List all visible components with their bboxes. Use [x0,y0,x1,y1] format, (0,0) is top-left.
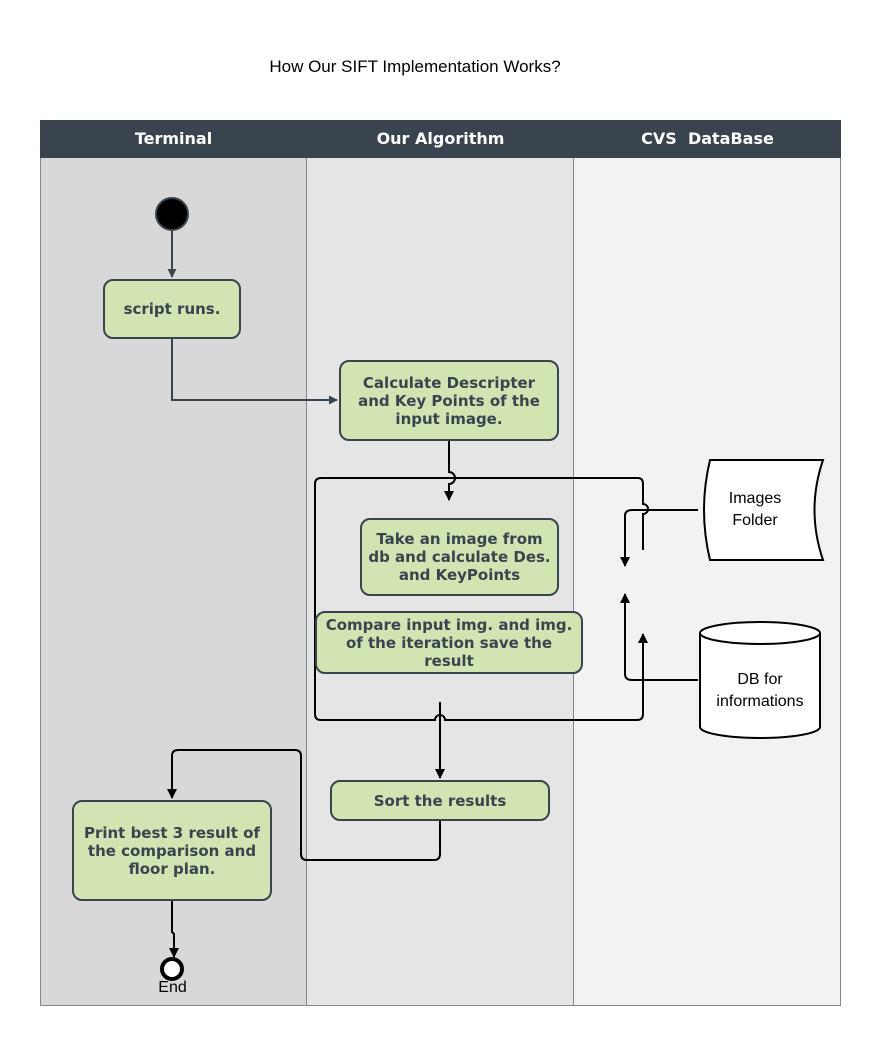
store-db-info-label: DB for informations [716,671,804,710]
lane-header-cvs-database: CVS DataBase [574,120,841,158]
db-cylinder-shape [699,621,821,739]
arrow-script-to-calculate [171,339,338,405]
arrow-calculate-to-take [444,441,456,501]
page-title: How Our SIFT Implementation Works? [269,57,561,76]
node-print-best[interactable]: Print best 3 result of the comparison an… [72,800,272,901]
node-sort-results[interactable]: Sort the results [330,780,550,821]
arrow-sort-to-print [167,749,441,861]
node-calculate-input[interactable]: Calculate Descripter and Key Points of t… [339,360,559,441]
arrow-images-folder [620,509,698,567]
lane-header-terminal: Terminal [40,120,307,158]
end-label: End [158,979,187,996]
images-folder-shape [703,459,825,561]
node-compare[interactable]: Compare input img. and img. of the itera… [315,611,583,674]
node-take-image[interactable]: Take an image from db and calculate Des.… [360,518,559,596]
arrow-print-to-end [169,901,179,958]
lane-header-our-algorithm: Our Algorithm [307,120,574,158]
store-images-folder-label: Images Folder [728,490,782,529]
end-node [160,957,184,981]
lane-cvs-database [574,158,841,1006]
start-node [155,197,189,231]
node-script-runs[interactable]: script runs. [103,279,241,339]
arrow-db-info [620,593,698,681]
